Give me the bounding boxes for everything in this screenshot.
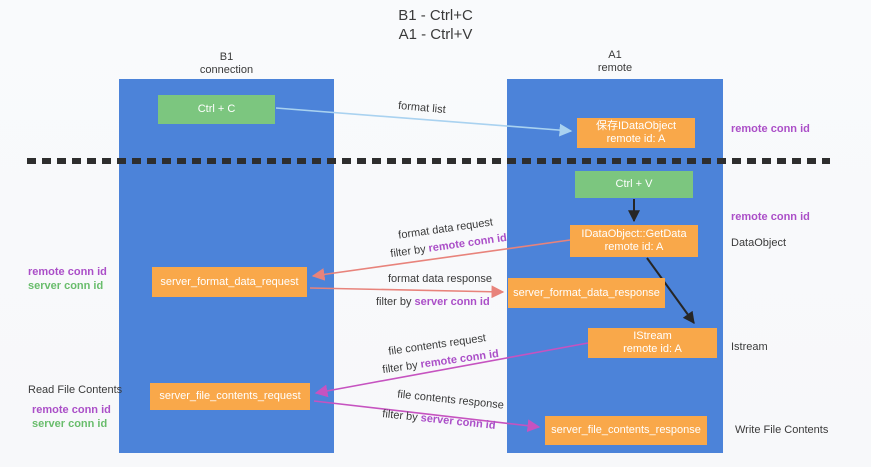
save-idataobject-line2: remote id: A — [606, 133, 666, 145]
title-line-2: A1 - Ctrl+V — [398, 26, 473, 43]
left-bottom-remote-conn-id-label: remote conn id — [32, 404, 111, 416]
server-format-data-request-label: server_format_data_request — [160, 275, 299, 288]
server-conn-id-text: server conn id — [414, 296, 490, 308]
server-file-contents-response-label: server_file_contents_response — [551, 424, 701, 436]
right-top-remote-conn-id-label: remote conn id — [731, 123, 810, 135]
left-column-name: B1 — [219, 51, 234, 63]
left-mid-remote-conn-id-label: remote conn id — [28, 266, 107, 278]
arrow-format-data-request — [311, 239, 571, 281]
ctrl-c-box: Ctrl + C — [158, 95, 275, 124]
arrow-getdata-to-istream — [646, 257, 695, 324]
dataobject-label: DataObject — [731, 237, 787, 249]
getdata-line2: remote id: A — [604, 241, 664, 253]
server-file-contents-request-label: server_file_contents_request — [159, 390, 301, 402]
arrow-file-contents-response — [313, 400, 541, 433]
left-bottom-server-conn-id-label: server conn id — [32, 418, 108, 430]
server-format-data-response-box: server_format_data_response — [508, 278, 665, 308]
left-column-header: B1 connection — [119, 51, 334, 77]
istream-box: IStream remote id: A — [588, 328, 717, 358]
arrow-file-contents-request — [314, 342, 589, 398]
right-column-header: A1 remote — [507, 49, 723, 75]
server-file-contents-request-box: server_file_contents_request — [150, 383, 310, 410]
idataobject-getdata-box: IDataObject::GetData remote id: A — [570, 225, 698, 257]
server-file-contents-response-box: server_file_contents_response — [545, 416, 707, 445]
filter-by-text: filter by — [376, 296, 415, 308]
write-file-contents-label: Write File Contents — [735, 424, 829, 436]
right-column-name: A1 — [608, 49, 622, 61]
istream-line2: remote id: A — [623, 343, 682, 355]
arrow-format-data-response — [309, 285, 505, 299]
format-data-response-label: format data response — [388, 273, 492, 285]
left-mid-server-conn-id-label: server conn id — [28, 280, 104, 292]
ctrl-c-label: Ctrl + C — [197, 103, 236, 115]
left-column-role: connection — [199, 64, 254, 76]
dashed-separator-line — [27, 158, 830, 164]
arrow-format-list — [275, 107, 573, 137]
save-idataobject-line1: 保存IDataObject — [595, 120, 677, 132]
istream-side-label: Istream — [731, 341, 768, 353]
right-mid-remote-conn-id-label: remote conn id — [731, 211, 810, 223]
save-idataobject-box: 保存IDataObject remote id: A — [577, 118, 695, 148]
right-column-role: remote — [597, 62, 633, 74]
getdata-line1: IDataObject::GetData — [581, 228, 687, 240]
format-data-response-filter-label: filter by server conn id — [376, 296, 490, 309]
server-format-data-request-box: server_format_data_request — [152, 267, 307, 297]
ctrl-v-label: Ctrl + V — [615, 178, 653, 190]
server-format-data-response-label: server_format_data_response — [513, 286, 660, 299]
diagram-title: B1 - Ctrl+C A1 - Ctrl+V — [0, 6, 871, 44]
title-line-1: B1 - Ctrl+C — [398, 7, 473, 24]
read-file-contents-label: Read File Contents — [28, 384, 123, 396]
ctrl-v-box: Ctrl + V — [575, 171, 693, 198]
istream-line1: IStream — [633, 330, 672, 342]
